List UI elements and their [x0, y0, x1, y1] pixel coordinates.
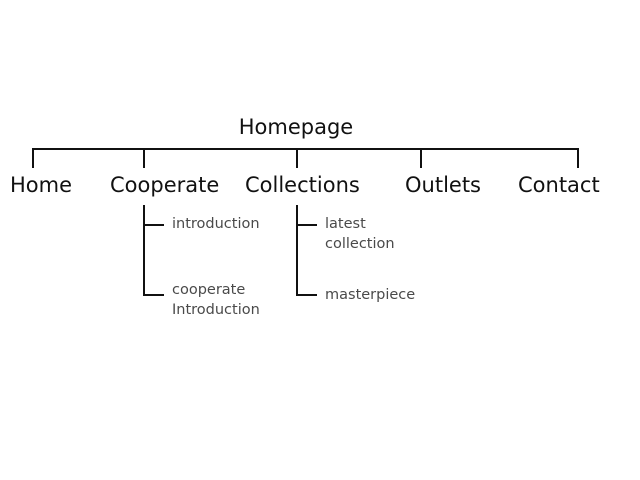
page-node-collections: Collections [245, 173, 360, 197]
subpage-node-masterpiece: masterpiece [325, 287, 416, 303]
subpage-node-introduction: introduction [172, 216, 260, 232]
page-node-cooperate: Cooperate [110, 173, 220, 197]
page-node-contact: Contact [518, 173, 600, 197]
root-node-homepage: Homepage [238, 115, 354, 139]
subpage-node-latest-collection: latest collection [325, 216, 395, 252]
subpage-node-cooperate-introduction: cooperate Introduction [172, 282, 260, 318]
page-node-home: Home [10, 173, 73, 197]
page-node-outlets: Outlets [405, 173, 482, 197]
